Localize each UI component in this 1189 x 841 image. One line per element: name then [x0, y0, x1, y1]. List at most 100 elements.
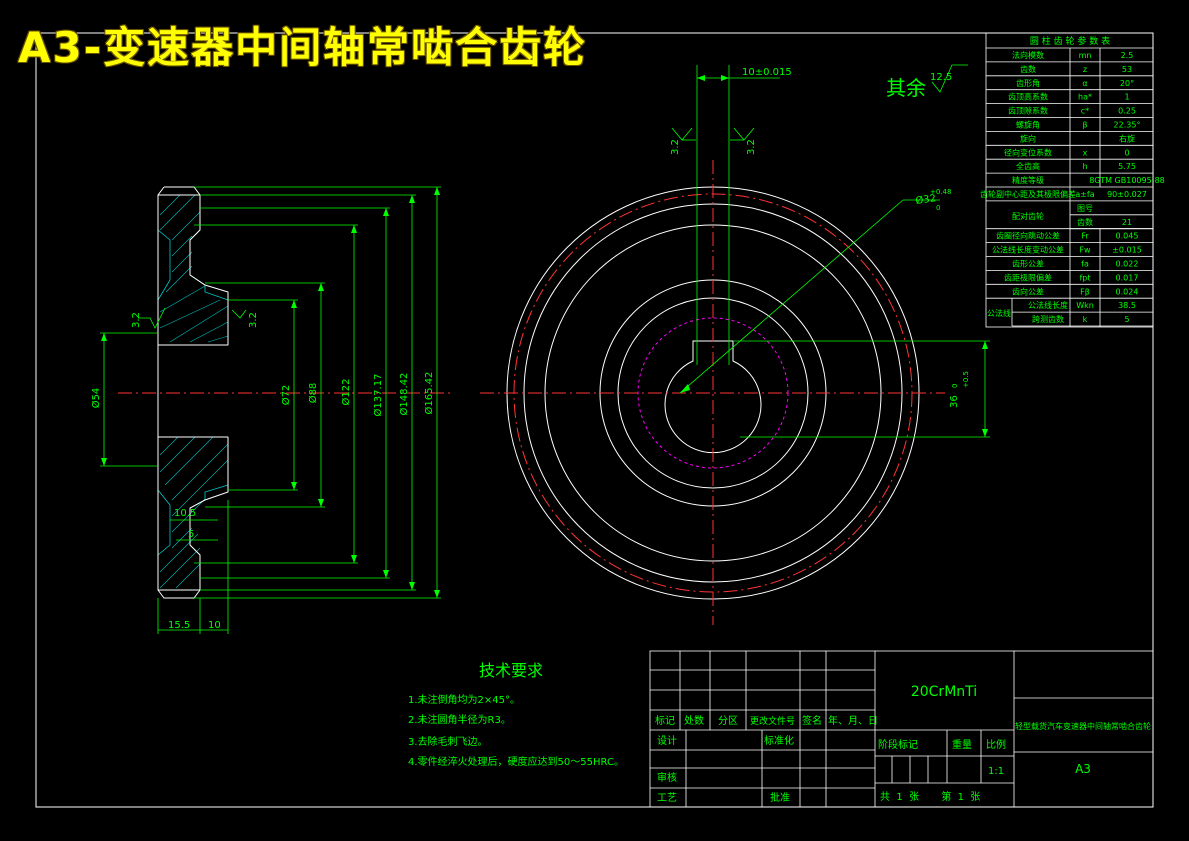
rev-h1: 标记	[655, 715, 675, 727]
param-value: 20°	[1120, 79, 1134, 88]
dim-d72: Ø72	[280, 385, 292, 406]
tol-name: 齿距极限偏差	[1004, 272, 1052, 282]
tol-value: ±0.015	[1112, 246, 1142, 255]
tech-req-1: 1.未注倒角均为2×45°。	[408, 693, 520, 706]
mating-name: 齿数	[1077, 217, 1093, 227]
gear-param-table	[985, 32, 1154, 328]
tol-value: 0.024	[1116, 287, 1139, 296]
dim-d137: Ø137.17	[372, 374, 384, 417]
param-name: 螺旋角	[1016, 120, 1040, 130]
tol-symbol: Fr	[1081, 232, 1089, 241]
param-symbol: ha*	[1078, 93, 1092, 102]
param-symbol: a±fa	[1075, 190, 1094, 199]
param-name: 齿顶隙系数	[1008, 106, 1048, 116]
tol-name: 齿向公差	[1012, 286, 1044, 296]
tb-scale-label: 比例	[986, 738, 1006, 751]
common-value: 38.5	[1118, 301, 1136, 310]
param-value: 8GTM GB10095-88	[1089, 176, 1165, 185]
dim-d122: Ø122	[340, 379, 352, 406]
param-name: 齿顶高系数	[1008, 92, 1048, 102]
dim-d88: Ø88	[307, 383, 319, 404]
tech-req-4: 4.零件经淬火处理后，硬度应达到50～55HRC。	[408, 755, 624, 768]
tol-symbol: Fβ	[1080, 287, 1090, 296]
param-name: 齿形角	[1016, 78, 1040, 88]
param-value: 0	[1124, 148, 1129, 157]
param-symbol: mn	[1079, 51, 1092, 60]
section-dimensions	[100, 186, 441, 634]
param-value: 22.35°	[1114, 121, 1141, 130]
rough-left: 3.2	[670, 139, 681, 155]
dim-w155: 15.5	[168, 620, 190, 631]
common-name: 公法线长度	[1028, 300, 1068, 310]
param-symbol: c*	[1081, 107, 1089, 116]
tb-sheets: 共 1 张 第 1 张	[880, 790, 980, 803]
front-arrows	[680, 75, 988, 437]
dim-bore-tol-low: 0	[936, 204, 940, 212]
dim-r105: 10.5	[174, 508, 196, 519]
param-name: 法向模数	[1012, 50, 1044, 60]
rev-h6: 年、月、日	[828, 714, 878, 727]
dim-key-depth: 36	[949, 395, 960, 408]
param-symbol: x	[1083, 148, 1088, 157]
param-name: 齿轮副中心距及其极限偏差	[980, 189, 1076, 199]
tb-design: 设计	[657, 734, 677, 747]
rough-right: 3.2	[746, 139, 757, 155]
title-block-text: 20CrMnTi 标记 处数 分区 更改文件号 签名 年、月、日 设计 标准化 …	[655, 684, 1151, 804]
param-symbol: β	[1082, 121, 1087, 130]
tb-drawing-no: A3	[1075, 762, 1091, 776]
gear-param-header: 圆 柱 齿 轮 参 数 表	[1030, 35, 1110, 47]
tech-requirements: 技术要求 1.未注倒角均为2×45°。 2.未注圆角半径为R3。 3.去除毛刺飞…	[408, 661, 624, 768]
tol-symbol: fa	[1081, 260, 1089, 269]
dim-key-depth-tol: +0.5	[962, 371, 970, 388]
common-value: 5	[1124, 315, 1129, 324]
roughness-value: 12.5	[930, 72, 952, 83]
common-label: 公法线	[987, 308, 1011, 318]
tol-name: 齿形公差	[1012, 259, 1044, 269]
param-symbol: α	[1082, 79, 1087, 88]
dim-keyway-width: 10±0.015	[742, 67, 792, 78]
drawing-title: A3-变速器中间轴常啮合齿轮	[18, 23, 588, 72]
rev-h4: 更改文件号	[750, 715, 795, 727]
tb-standard: 标准化	[764, 734, 794, 747]
param-value: 1	[1124, 93, 1129, 102]
tb-review: 审核	[657, 771, 677, 784]
front-view	[480, 160, 945, 625]
param-symbol: z	[1083, 65, 1087, 74]
mating-name: 图号	[1077, 204, 1093, 213]
rough-side2: 3.2	[248, 312, 259, 328]
tb-weight: 重量	[952, 738, 972, 751]
title-block	[649, 650, 1154, 808]
param-name: 齿数	[1020, 64, 1036, 74]
tech-req-3: 3.去除毛刺飞边。	[408, 735, 488, 748]
roughness-label: 其余	[886, 76, 926, 100]
tb-drawing-name: 轻型载货汽车变速器中间轴常啮合齿轮	[1015, 721, 1151, 731]
tech-req-title: 技术要求	[479, 661, 543, 680]
param-name: 全齿高	[1016, 161, 1040, 171]
mating-value: 21	[1122, 218, 1132, 227]
rough-side1: 3.2	[131, 312, 142, 328]
rev-h5: 签名	[802, 714, 822, 727]
param-name: 径向变位系数	[1004, 147, 1052, 157]
front-dimensions	[671, 64, 990, 438]
dim-d54: Ø54	[90, 388, 102, 409]
tb-scale: 1:1	[988, 766, 1004, 777]
dim-key-depth-tol-low: 0	[951, 384, 959, 388]
dim-bore-tol: +0.48	[930, 188, 951, 196]
param-value: 5.75	[1118, 162, 1136, 171]
dim-d165: Ø165.42	[423, 372, 435, 415]
rev-h2: 处数	[684, 714, 704, 727]
param-symbol: h	[1082, 162, 1087, 171]
param-value: 右旋	[1119, 133, 1135, 143]
section-arrows	[101, 187, 440, 598]
common-symbol: Wkn	[1076, 301, 1094, 310]
dim-bore: Ø32	[915, 192, 937, 207]
param-name: 旋向	[1020, 133, 1036, 143]
drawing-frame	[35, 32, 1154, 808]
tb-process: 工艺	[657, 792, 677, 804]
tol-name: 公法线长度变动公差	[992, 245, 1064, 255]
tb-approve: 批准	[770, 791, 790, 804]
common-name: 跨测齿数	[1032, 314, 1064, 324]
section-view	[157, 186, 229, 599]
dim-d148: Ø148.42	[398, 373, 410, 416]
